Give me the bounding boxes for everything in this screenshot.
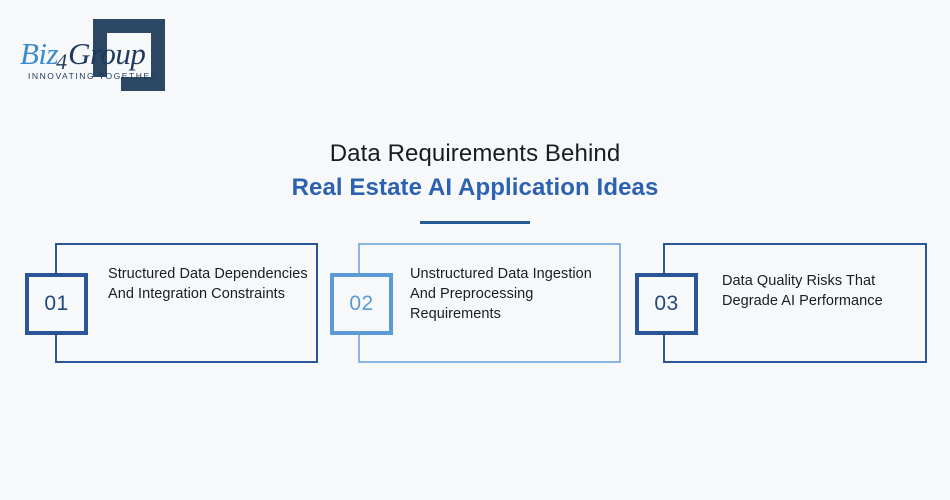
card-number-badge-2: 02 <box>330 273 393 335</box>
title-line-accent: Real Estate AI Application Ideas <box>291 174 659 201</box>
logo-wordmark: Biz4Group <box>20 36 180 76</box>
card-text-1: Structured Data Dependencies And Integra… <box>108 266 308 302</box>
logo-text-group: Group <box>68 36 146 71</box>
card-number-badge-3: 03 <box>635 273 698 335</box>
card-number-badge-1: 01 <box>25 273 88 335</box>
logo-text-biz: Biz <box>20 36 59 71</box>
page-title: Data Requirements Behind Real Estate AI … <box>0 138 950 224</box>
logo-text-four: 4 <box>56 49 68 74</box>
title-divider <box>420 221 530 224</box>
logo-square-mark <box>93 19 165 91</box>
card-text-2: Unstructured Data Ingestion And Preproce… <box>410 266 592 322</box>
logo-tagline: INNOVATING TOGETHER <box>28 71 159 81</box>
title-line-primary: Data Requirements Behind <box>329 140 621 167</box>
brand-logo: Biz4Group INNOVATING TOGETHER <box>20 16 250 96</box>
card-text-3: Data Quality Risks That Degrade AI Perfo… <box>722 273 883 309</box>
